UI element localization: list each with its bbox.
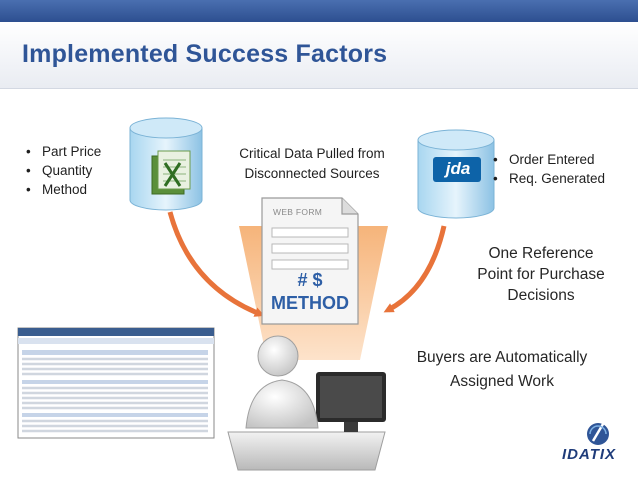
caption-line: Critical Data Pulled from: [239, 146, 385, 161]
note-line: Decisions: [507, 287, 575, 304]
web-form-symbols: # $: [297, 270, 323, 290]
arrow-right-to-user: [383, 225, 447, 313]
note-line: One Reference: [488, 245, 594, 262]
buyers-note: Buyers are Automatically Assigned Work: [396, 346, 608, 394]
bullet-item: Req. Generated: [491, 169, 605, 188]
note-line: Point for Purchase: [477, 266, 605, 283]
note-line: Assigned Work: [450, 373, 554, 390]
right-source-bullets: Order Entered Req. Generated: [491, 150, 605, 188]
bullet-item: Method: [24, 180, 101, 199]
page-title: Implemented Success Factors: [22, 40, 388, 68]
idatix-logo-text: IDATIX: [561, 446, 617, 463]
top-accent-bar: [0, 0, 638, 22]
reference-note: One Reference Point for Purchase Decisio…: [452, 243, 630, 306]
jda-logo-text: jda: [445, 159, 471, 178]
excel-database-icon: [129, 117, 203, 211]
web-form-method: METHOD: [271, 293, 349, 313]
erp-screenshot-thumbnail: [17, 327, 215, 439]
bullet-item: Part Price: [24, 142, 101, 161]
idatix-logo-mark: [587, 423, 609, 445]
center-caption: Critical Data Pulled from Disconnected S…: [222, 144, 402, 184]
arrow-left-to-user: [167, 211, 265, 317]
bullet-item: Quantity: [24, 161, 101, 180]
left-source-bullets: Part Price Quantity Method: [24, 142, 101, 199]
web-form-label: WEB FORM: [273, 207, 323, 217]
jda-database-icon: [417, 129, 495, 219]
web-form-document: [261, 197, 359, 325]
buyer-at-computer-figure: [227, 335, 386, 471]
title-band: [0, 22, 638, 89]
caption-line: Disconnected Sources: [244, 166, 380, 181]
bullet-item: Order Entered: [491, 150, 605, 169]
note-line: Buyers are Automatically: [416, 349, 588, 366]
